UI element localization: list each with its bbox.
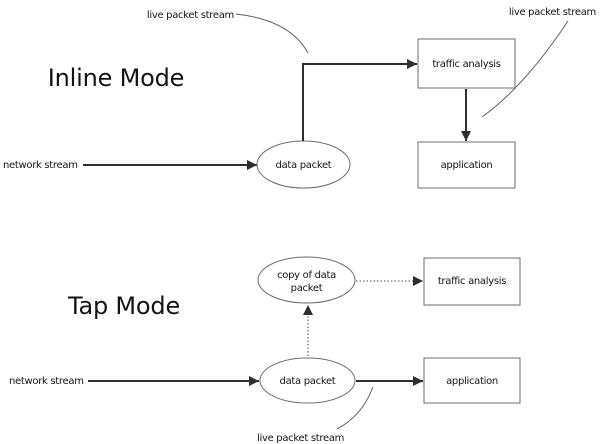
inline-traffic-analysis-label: traffic analysis <box>432 59 500 70</box>
inline-mode-section: Inline Mode live packet stream live pack… <box>3 7 596 189</box>
inline-application-box <box>417 141 516 189</box>
tap-mode-title: Tap Mode <box>67 292 180 320</box>
tap-live-packet-stream-callout-line <box>336 386 374 430</box>
inline-mode-title: Inline Mode <box>48 64 184 92</box>
tap-copy-of-data-packet-label-line1: copy of data <box>277 270 336 281</box>
inline-network-stream-label: network stream <box>3 160 78 171</box>
inline-data-packet-label: data packet <box>276 160 332 171</box>
inline-live-packet-stream-right-callout-line <box>481 20 569 118</box>
inline-application-label: application <box>441 160 493 171</box>
tap-network-stream-label: network stream <box>9 376 84 387</box>
tap-traffic-analysis-label: traffic analysis <box>438 276 506 287</box>
inline-live-packet-stream-left-callout-line <box>235 13 309 54</box>
inline-live-packet-stream-right-label: live packet stream <box>509 7 596 18</box>
tap-data-packet-ellipse <box>259 357 356 404</box>
tap-application-box <box>423 357 521 404</box>
tap-application-label: application <box>446 376 498 387</box>
inline-data-packet-to-traffic-analysis-arrow <box>302 59 417 141</box>
tap-live-packet-stream-label: live packet stream <box>257 433 344 444</box>
tap-mode-section: Tap Mode network stream copy of data pac… <box>9 256 521 444</box>
tap-traffic-analysis-box <box>423 257 521 306</box>
tap-copy-of-data-packet-label-line2: packet <box>291 283 323 294</box>
inline-live-packet-stream-left-label: live packet stream <box>147 10 234 21</box>
inline-traffic-analysis-box <box>417 38 516 89</box>
tap-data-packet-label: data packet <box>280 376 336 387</box>
tap-copy-of-data-packet-ellipse <box>257 256 356 304</box>
